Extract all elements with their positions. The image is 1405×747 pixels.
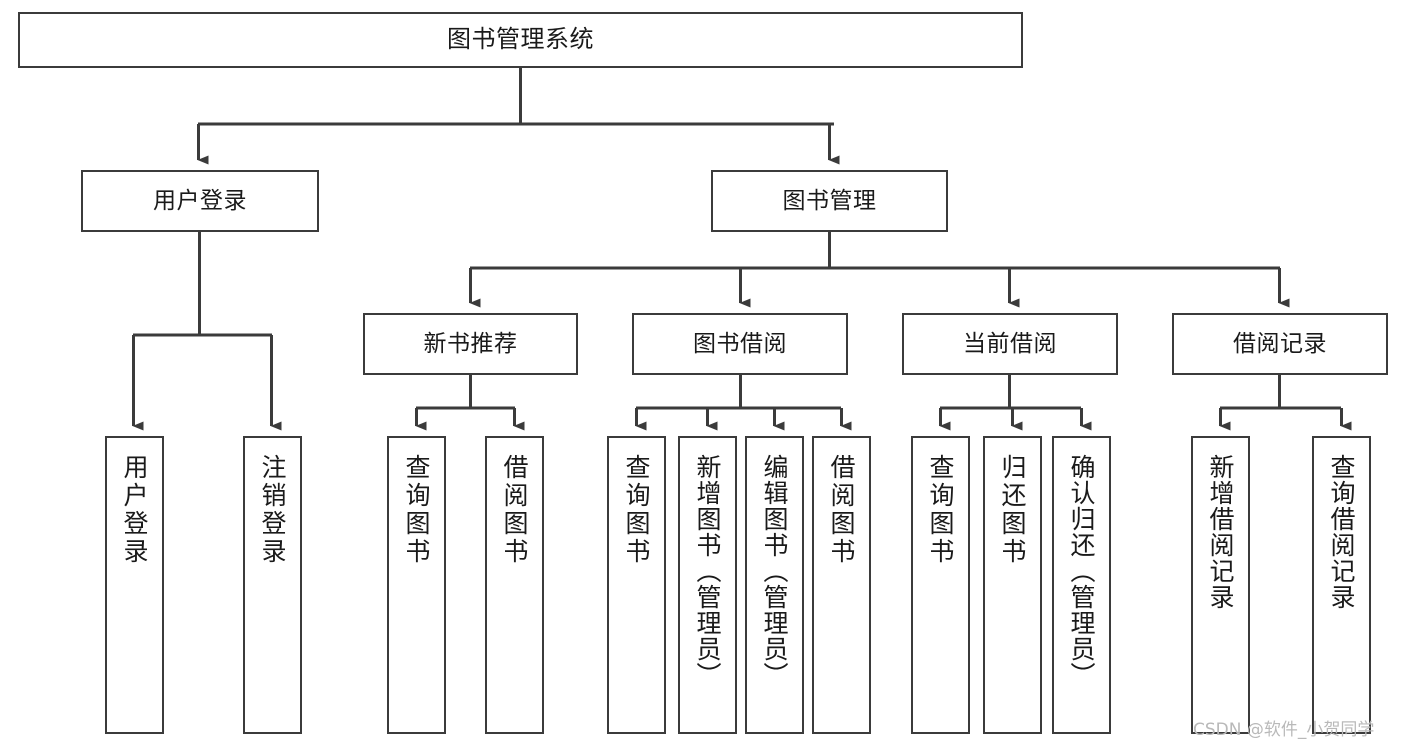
leaf-borrow-lend-book-label: 借阅图书	[827, 454, 856, 566]
leaf-record-add[interactable]: 新增借阅记录	[1191, 436, 1250, 734]
node-new-book-recommend[interactable]: 新书推荐	[363, 313, 578, 375]
leaf-current-confirm-return[interactable]: 确认归还（管理员）	[1052, 436, 1111, 734]
leaf-record-query-label: 查询借阅记录	[1327, 454, 1356, 610]
node-borrow-record-label: 借阅记录	[1233, 330, 1327, 357]
node-root-label: 图书管理系统	[447, 25, 594, 54]
leaf-newbook-query-book-label: 查询图书	[402, 454, 431, 566]
leaf-current-query-book-label: 查询图书	[926, 454, 955, 566]
node-book-borrow-label: 图书借阅	[693, 330, 787, 357]
leaf-borrow-add-book-label: 新增图书（管理员）	[693, 454, 722, 688]
leaf-record-add-label: 新增借阅记录	[1206, 454, 1235, 610]
leaf-borrow-query-book-label: 查询图书	[622, 454, 651, 566]
node-new-book-recommend-label: 新书推荐	[423, 330, 518, 357]
leaf-borrow-add-book[interactable]: 新增图书（管理员）	[678, 436, 737, 734]
leaf-borrow-edit-book-label: 编辑图书（管理员）	[760, 454, 789, 688]
node-current-borrow[interactable]: 当前借阅	[902, 313, 1118, 375]
csdn-watermark: CSDN @软件_小贺同学	[1193, 720, 1375, 740]
leaf-user-logout-label: 注销登录	[258, 454, 287, 566]
leaf-borrow-query-book[interactable]: 查询图书	[607, 436, 666, 734]
leaf-newbook-borrow-book[interactable]: 借阅图书	[485, 436, 544, 734]
leaf-current-query-book[interactable]: 查询图书	[911, 436, 970, 734]
node-book-borrow[interactable]: 图书借阅	[632, 313, 848, 375]
leaf-user-logout[interactable]: 注销登录	[243, 436, 302, 734]
leaf-borrow-edit-book[interactable]: 编辑图书（管理员）	[745, 436, 804, 734]
node-book-management[interactable]: 图书管理	[711, 170, 948, 232]
leaf-current-return-book-label: 归还图书	[998, 454, 1027, 566]
node-user-login[interactable]: 用户登录	[81, 170, 319, 232]
leaf-borrow-lend-book[interactable]: 借阅图书	[812, 436, 871, 734]
node-current-borrow-label: 当前借阅	[963, 330, 1057, 357]
node-book-management-label: 图书管理	[782, 187, 877, 214]
node-root[interactable]: 图书管理系统	[18, 12, 1023, 68]
leaf-user-login[interactable]: 用户登录	[105, 436, 164, 734]
leaf-current-confirm-return-label: 确认归还（管理员）	[1067, 454, 1096, 688]
leaf-record-query[interactable]: 查询借阅记录	[1312, 436, 1371, 734]
leaf-newbook-query-book[interactable]: 查询图书	[387, 436, 446, 734]
leaf-current-return-book[interactable]: 归还图书	[983, 436, 1042, 734]
leaf-newbook-borrow-book-label: 借阅图书	[500, 454, 529, 566]
leaf-user-login-label: 用户登录	[120, 454, 149, 566]
node-user-login-label: 用户登录	[153, 187, 247, 214]
node-borrow-record[interactable]: 借阅记录	[1172, 313, 1388, 375]
